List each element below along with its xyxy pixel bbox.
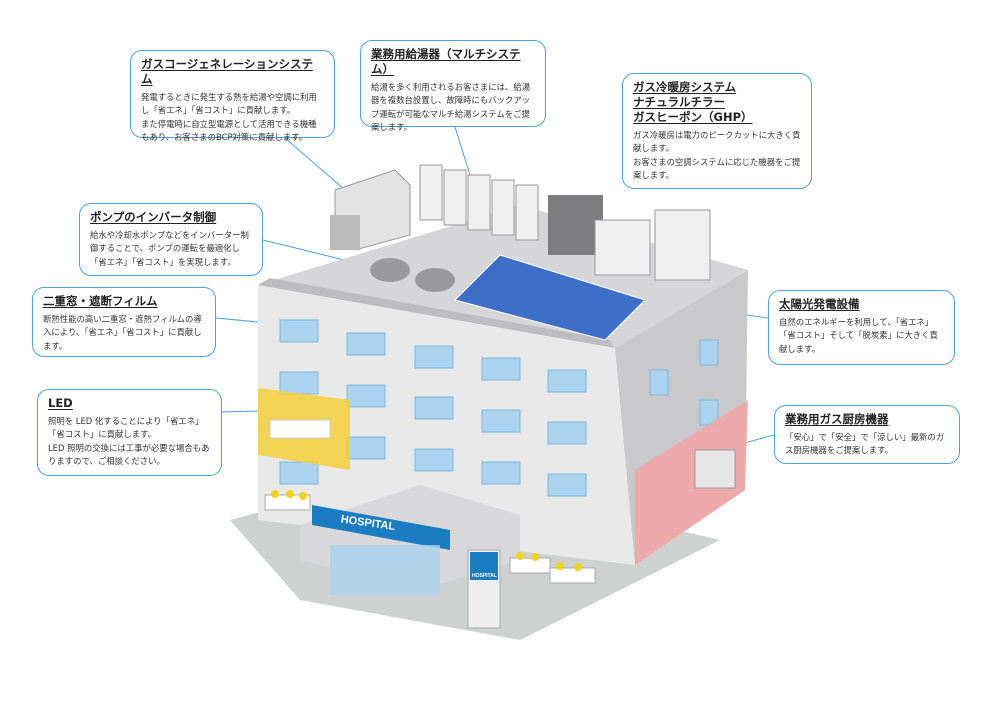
callout-water-heater: 業務用給湯器（マルチシステム） 給湯を多く利用されるお客さまには、給湯器を複数台… bbox=[360, 40, 546, 132]
stand-sign-text: HOSPITAL bbox=[472, 573, 497, 579]
callout-text: 自然のエネルギーを利用して、「省エネ」「省コスト」そして「脱炭素」に大きく貢献し… bbox=[779, 316, 938, 354]
callout-title: 太陽光発電設備 bbox=[779, 297, 860, 311]
callout-text: 発電するときに発生する熱を給湯や空調に利用し「省エネ」「省コスト」に貢献します。… bbox=[141, 91, 317, 143]
callout-double-window: 二重窓・遮断フィルム 断熱性能の高い二重窓・遮熱フィルムの導入により、「省エネ」… bbox=[32, 287, 216, 357]
flower-beds bbox=[264, 490, 596, 584]
kitchen-range bbox=[694, 449, 736, 489]
callout-title-line: ガス冷暖房システム bbox=[633, 80, 737, 94]
callout-text: 給湯を多く利用されるお客さまには、給湯器を複数台設置し、故障時にもバックアップ運… bbox=[371, 81, 531, 133]
callout-title: 業務用給湯器（マルチシステム） bbox=[371, 47, 521, 76]
callout-title: LED bbox=[48, 396, 73, 410]
entrance-doors bbox=[330, 545, 440, 595]
callout-pump: ポンプのインバータ制御 給水や冷却水ポンプなどをインバーター制御することで、ポン… bbox=[79, 203, 263, 276]
callout-text: 給水や冷却水ポンプなどをインバーター制御することで、ポンプの運転を最適化し「省エ… bbox=[90, 229, 249, 267]
natural-chiller bbox=[548, 195, 603, 255]
callout-text: 断熱性能の高い二重窓・遮熱フィルムの導入により、「省エネ」「省コスト」に貢献しま… bbox=[43, 313, 202, 351]
kitchen-highlight bbox=[635, 400, 748, 565]
callout-solar: 太陽光発電設備 自然のエネルギーを利用して、「省エネ」「省コスト」そして「脱炭素… bbox=[768, 290, 955, 365]
pumps bbox=[370, 258, 455, 292]
hospital-sign-board bbox=[312, 505, 450, 550]
callout-ghp: ガス冷暖房システム ナチュラルチラー ガスヒーポン（GHP） ガス冷暖房は電力の… bbox=[622, 73, 812, 189]
callout-text: ガス冷暖房は電力のピークカットに大きく貢献します。 お客さまの空調システムに応じ… bbox=[633, 129, 801, 181]
callout-kitchen: 業務用ガス厨房機器 「安心」で「安全」で「涼しい」最新のガス厨房機器をご提案しま… bbox=[774, 405, 960, 464]
callout-title: 二重窓・遮断フィルム bbox=[43, 294, 158, 308]
solar-panels bbox=[454, 254, 646, 341]
led-light-fixture bbox=[269, 419, 331, 439]
callout-title: 業務用ガス厨房機器 bbox=[785, 412, 889, 426]
cogeneration-unit bbox=[330, 169, 411, 251]
callout-cogeneration: ガスコージェネレーションシステム 発電するときに発生する熱を給湯や空調に利用し「… bbox=[130, 50, 335, 142]
callout-title-line: ナチュラルチラー bbox=[633, 94, 725, 109]
water-heaters bbox=[419, 164, 539, 241]
callout-title: ガスコージェネレーションシステム bbox=[141, 57, 314, 86]
callout-title: ポンプのインバータ制御 bbox=[90, 210, 217, 224]
callout-title-line: ガスヒーポン（GHP） bbox=[633, 109, 753, 124]
callout-text: 照明を LED 化することにより「省エネ」「省コスト」に貢献します。 LED 照… bbox=[48, 415, 210, 467]
callout-text: 「安心」で「安全」で「涼しい」最新のガス厨房機器をご提案します。 bbox=[785, 431, 945, 456]
gas-heat-pump bbox=[594, 209, 711, 281]
callout-led: LED 照明を LED 化することにより「省エネ」「省コスト」に貢献します。 L… bbox=[37, 389, 222, 476]
windows bbox=[279, 319, 719, 497]
